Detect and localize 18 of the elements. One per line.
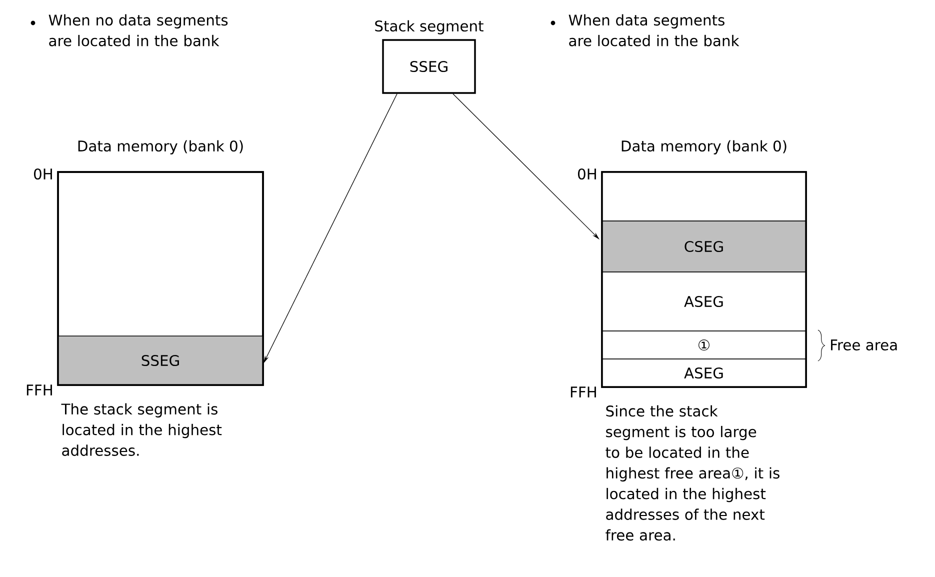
caption-text: The stack segment is located in the highest addresses.	[61, 403, 222, 456]
address-label: 0H	[578, 168, 596, 180]
memory-title: Data memory (bank 0)	[78, 140, 243, 154]
memory-title: Data memory (bank 0)	[622, 140, 786, 154]
bullet-note: When no data segments are located in the bank	[48, 14, 228, 46]
bullet-note: When data segments are located in the bank	[568, 14, 740, 46]
memory-segment: ①	[602, 330, 806, 360]
address-label: FFH	[570, 386, 596, 398]
segment-box: SSEG	[382, 39, 476, 94]
memory-segment: CSEG	[602, 220, 806, 272]
address-label: FFH	[26, 384, 52, 396]
brace-label: Free area	[831, 340, 897, 350]
caption-text: Since the stack segment is too large to be located in the highest free area①, it is located in the highest addresses of the next free area.	[606, 405, 780, 541]
address-label: 0H	[34, 168, 52, 180]
memory-segment: ASEG	[602, 358, 806, 388]
empty-segment	[602, 172, 806, 222]
caption-label: Stack segment	[375, 20, 484, 34]
memory-segment: SSEG	[58, 336, 264, 386]
